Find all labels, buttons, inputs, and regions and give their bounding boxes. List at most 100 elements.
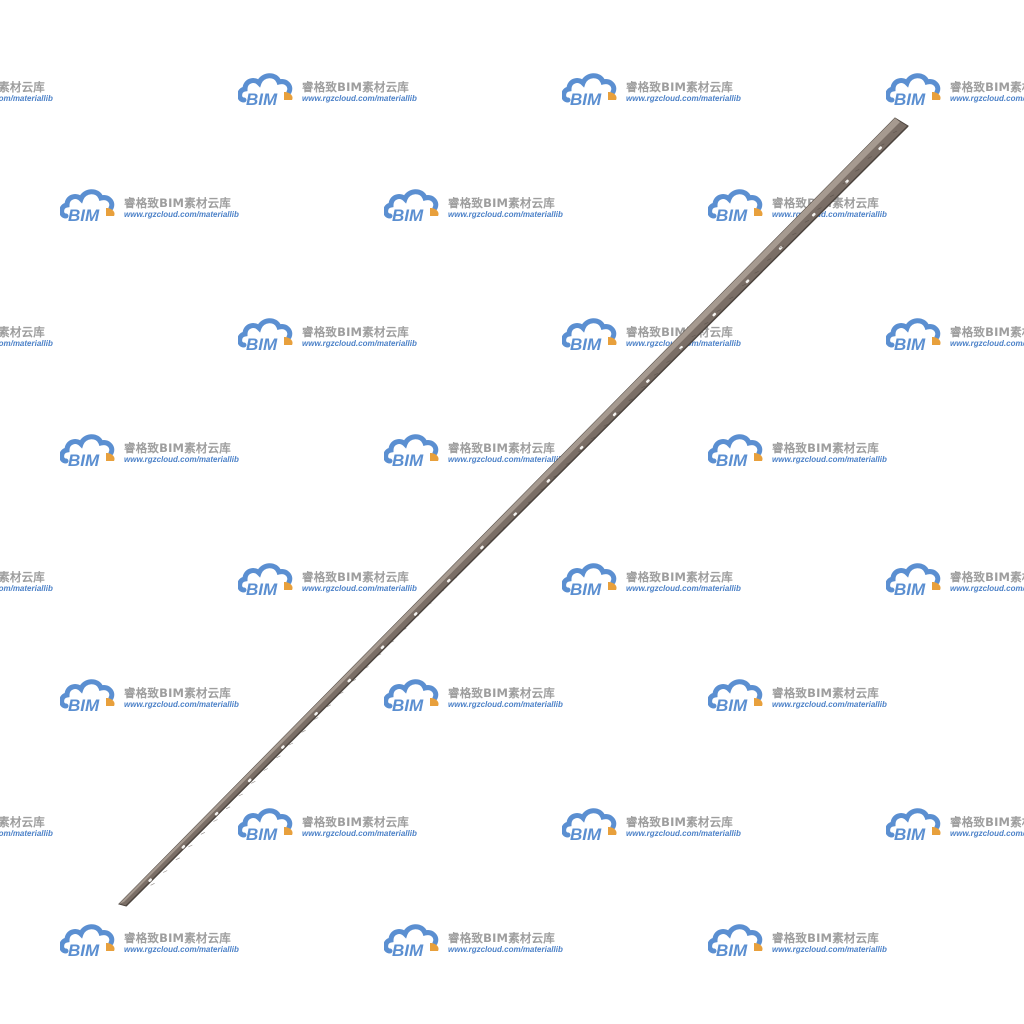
bim-logo-text: BIM	[246, 825, 278, 843]
watermark-title: 睿格致BIM素材云库	[302, 80, 409, 94]
bar-hole	[181, 844, 186, 849]
bim-cloud-logo-icon: BIM	[886, 318, 941, 353]
watermark-url: www.rgzcloud.com/materiallib	[950, 829, 1024, 838]
bim-cloud-logo-icon: BIM	[708, 434, 763, 469]
bar-texture-mark	[590, 436, 596, 440]
bar-texture-mark	[603, 424, 608, 427]
watermark-title: 睿格致BIM素材云库	[626, 815, 733, 829]
bar-texture-mark	[779, 245, 784, 249]
bim-logo-text: BIM	[68, 941, 100, 959]
bim-logo-text: BIM	[68, 451, 100, 469]
watermark-url: www.rgzcloud.com/materiallib	[772, 945, 887, 954]
bar-texture-mark	[616, 411, 621, 414]
bar-hole	[513, 512, 518, 517]
bar-texture-mark	[263, 768, 268, 771]
bar-texture-mark	[200, 832, 206, 835]
bar-texture-mark	[301, 730, 306, 733]
bar-texture-mark	[754, 271, 759, 274]
watermark-title: 睿格致BIM素材云库	[302, 815, 409, 829]
bar-texture-mark	[439, 589, 445, 593]
bar-texture-mark	[817, 207, 822, 210]
watermark-title: 睿格致BIM素材云库	[950, 80, 1024, 94]
bim-cloud-logo-icon: BIM	[562, 318, 617, 353]
bar-texture-mark	[804, 220, 810, 223]
bar-texture-mark	[351, 679, 357, 682]
bim-cloud-logo-icon: BIM	[384, 189, 439, 224]
watermark-url: www.rgzcloud.com/materiallib	[448, 945, 563, 954]
bar-texture-mark	[175, 857, 180, 861]
watermark-url: www.rgzcloud.com/materiallib	[448, 210, 563, 219]
bar-hole	[280, 745, 285, 749]
bar-hole	[380, 645, 385, 650]
watermark-title: 睿格致BIM素材云库	[950, 325, 1024, 339]
bim-logo-text: BIM	[392, 451, 424, 469]
bim-logo-text: BIM	[716, 941, 748, 959]
bim-cloud-logo-icon: BIM	[886, 73, 941, 108]
watermark-title: 睿格致BIM素材云库	[772, 931, 879, 945]
bim-cloud-logo-icon: BIM	[708, 924, 763, 959]
watermark-url: www.rgzcloud.com/materiallib	[626, 584, 741, 593]
bar-texture-mark	[452, 577, 457, 580]
bar-texture-mark	[641, 385, 646, 389]
bar-texture-mark	[490, 538, 495, 542]
bar-texture-mark	[276, 755, 281, 759]
bar-hole	[347, 678, 352, 683]
watermark-url: www.rgzcloud.com/materiallib	[772, 700, 887, 709]
bar-texture-mark	[842, 181, 847, 185]
bim-logo-text: BIM	[392, 941, 424, 959]
bar-hole	[546, 478, 551, 483]
bar-texture-mark	[326, 704, 331, 708]
watermark-url: www.rgzcloud.com/materiallib	[950, 94, 1024, 103]
watermark-title: 睿格致BIM素材云库	[0, 570, 45, 584]
bar-hole	[247, 778, 252, 783]
bim-logo-text: BIM	[894, 90, 926, 108]
bar-texture-mark	[704, 322, 709, 325]
bar-texture-mark	[716, 309, 721, 312]
bim-cloud-logo-icon: BIM	[60, 679, 115, 714]
bar-hole	[214, 811, 219, 816]
bim-cloud-logo-icon: BIM	[708, 189, 763, 224]
bar-texture-mark	[376, 653, 382, 657]
bim-cloud-logo-icon: BIM	[562, 73, 617, 108]
watermark-url: www.rgzcloud.com/materiallib	[302, 94, 417, 103]
watermark-tile: BIM睿格致BIM素材云库www.rgzcloud.com/materialli…	[0, 805, 64, 845]
bar-texture-mark	[880, 143, 885, 147]
watermark-url: www.rgzcloud.com/materiallib	[0, 829, 53, 838]
bim-logo-text: BIM	[570, 335, 602, 353]
bim-cloud-logo-icon: BIM	[238, 73, 293, 108]
bar-hole	[645, 379, 650, 383]
bar-hole	[446, 578, 451, 583]
bar-texture-mark	[553, 475, 558, 478]
bar-texture-mark	[150, 883, 155, 886]
watermark-url: www.rgzcloud.com/materiallib	[950, 584, 1024, 593]
watermark-tile: BIM睿格致BIM素材云库www.rgzcloud.com/materialli…	[0, 560, 64, 600]
watermark-tile: BIM睿格致BIM素材云库www.rgzcloud.com/materialli…	[886, 560, 1024, 600]
bim-logo-text: BIM	[570, 825, 602, 843]
bar-texture-mark	[892, 130, 898, 134]
watermark-url: www.rgzcloud.com/materiallib	[0, 339, 53, 348]
watermark-title: 睿格致BIM素材云库	[0, 80, 45, 94]
watermark-url: www.rgzcloud.com/materiallib	[124, 210, 239, 219]
watermark-title: 睿格致BIM素材云库	[124, 931, 231, 945]
bim-cloud-logo-icon: BIM	[238, 318, 293, 353]
bar-hole	[314, 711, 318, 716]
angle-bar-edge-highlight	[119, 118, 900, 904]
bar-texture-mark	[188, 844, 193, 848]
bim-logo-text: BIM	[894, 335, 926, 353]
watermark-url: www.rgzcloud.com/materiallib	[772, 210, 887, 219]
bim-logo-text: BIM	[246, 335, 278, 353]
bar-texture-mark	[314, 717, 319, 720]
